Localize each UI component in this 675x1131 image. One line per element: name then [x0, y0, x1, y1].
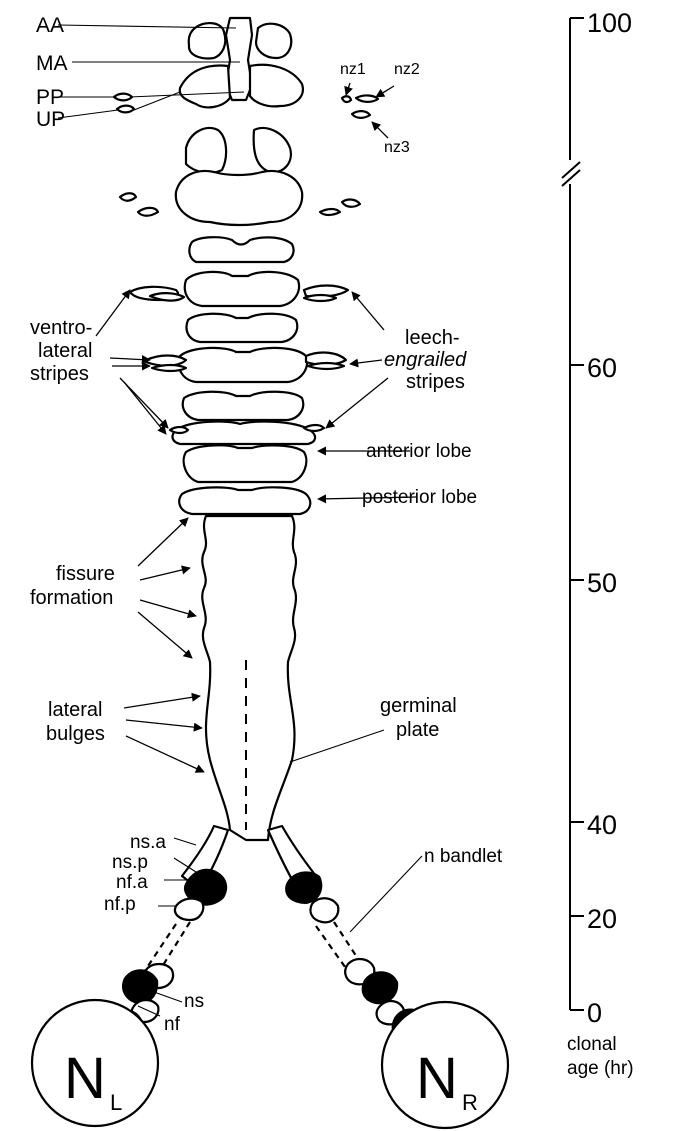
label-nf-a: nf.a	[116, 872, 148, 893]
label-ventrolateral-1: ventro-	[30, 317, 92, 339]
germinal-plate	[202, 516, 296, 840]
label-germinal-2: plate	[396, 719, 439, 741]
segment-stack	[173, 237, 316, 514]
label-ns-p: ns.p	[112, 852, 148, 873]
teloblast-right-sub: R	[462, 1090, 478, 1115]
scale-tick-50: 50	[587, 568, 617, 598]
label-anterior-lobe: anterior lobe	[366, 441, 472, 462]
scale-title-2: age (hr)	[567, 1058, 634, 1079]
label-fissure-2: formation	[30, 587, 113, 609]
label-ns: ns	[184, 991, 204, 1012]
label-ns-a: ns.a	[130, 832, 166, 853]
label-up: UP	[36, 108, 65, 131]
scale-tick-40: 40	[587, 810, 617, 840]
label-nz1: nz1	[340, 61, 366, 78]
second-segment	[120, 128, 360, 225]
scale-tick-60: 60	[587, 353, 617, 383]
label-posterior-lobe: posterior lobe	[362, 487, 477, 508]
clonal-age-scale	[562, 18, 584, 1010]
label-ventrolateral-3: stripes	[30, 363, 89, 385]
scale-tick-100: 100	[587, 8, 632, 38]
teloblast-right-letter: N	[416, 1046, 458, 1111]
label-engrailed-1: leech-	[405, 327, 459, 349]
scale-tick-20: 20	[587, 904, 617, 934]
teloblast-left-sub: L	[110, 1090, 122, 1115]
label-nf: nf	[164, 1014, 181, 1035]
label-pp: PP	[36, 86, 64, 109]
label-nf-p: nf.p	[104, 894, 136, 915]
label-fissure-1: fissure	[56, 563, 115, 585]
label-aa: AA	[36, 14, 64, 37]
label-nz2: nz2	[394, 61, 420, 78]
label-n-bandlet: n bandlet	[424, 846, 503, 867]
label-bulges-2: bulges	[46, 723, 105, 745]
label-ma: MA	[36, 52, 68, 75]
label-germinal-1: germinal	[380, 695, 457, 717]
scale-tick-0: 0	[587, 998, 602, 1028]
label-bulges-1: lateral	[48, 699, 102, 721]
label-nz3: nz3	[384, 139, 410, 156]
label-engrailed-2: engrailed	[384, 349, 467, 371]
scale-title-1: clonal	[567, 1034, 617, 1055]
label-engrailed-3: stripes	[406, 371, 465, 393]
label-ventrolateral-2: lateral	[38, 340, 92, 362]
teloblast-left-letter: N	[64, 1046, 106, 1111]
right-bandlet	[268, 826, 508, 1128]
